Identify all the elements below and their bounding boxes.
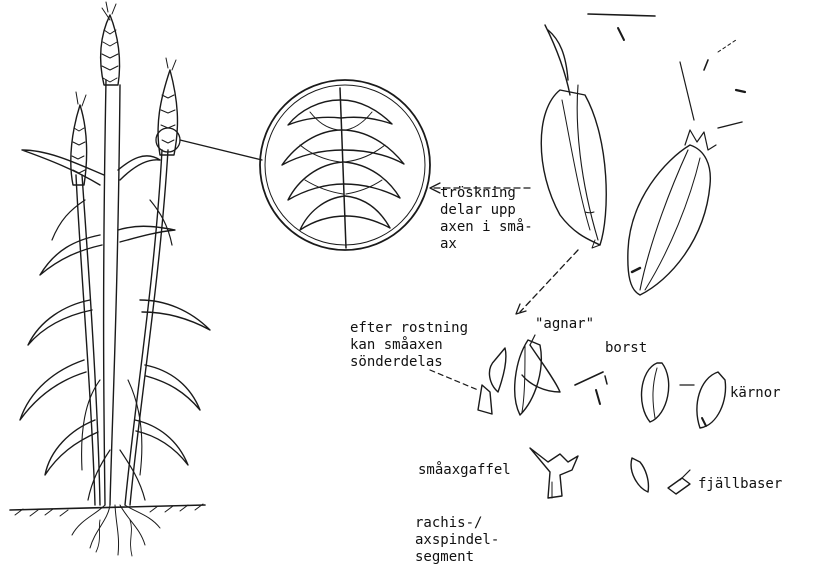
spikelet-fork-label: småaxgaffel — [418, 462, 511, 479]
threshing-label: tröskningdelar uppaxen i små-ax — [440, 168, 533, 270]
roasting-line-3: sönderdelas — [350, 354, 468, 371]
rachis-line-2: axspindel- — [415, 532, 499, 549]
diagram-canvas: tröskningdelar uppaxen i små-ax efter ro… — [0, 0, 818, 562]
kernels-label: kärnor — [730, 385, 781, 402]
roasting-line-2: kan småaxen — [350, 337, 468, 354]
glumes-illustration — [478, 335, 560, 415]
glumes-label: "agnar" — [535, 316, 594, 333]
roasting-label: efter rostningkan småaxensönderdelas — [350, 303, 468, 388]
threshing-line-4: ax — [440, 236, 533, 253]
roasting-line-1: efter rostning — [350, 320, 468, 337]
glume-bases-illustration — [631, 458, 690, 494]
threshing-line-1: tröskning — [440, 185, 533, 202]
spikelet-illustration — [541, 25, 606, 248]
kernels-illustration — [642, 363, 726, 428]
zoom-detail-circle — [180, 80, 430, 250]
wheat-plant-illustration — [10, 2, 210, 556]
rachis-line-1: rachis-/ — [415, 515, 499, 532]
rachis-label: rachis-/axspindel-segment — [415, 498, 499, 583]
spikelet-fork-illustration — [530, 448, 578, 498]
spikelet-side-illustration — [628, 130, 716, 295]
rachis-line-3: segment — [415, 549, 499, 566]
threshing-line-2: delar upp — [440, 202, 533, 219]
threshing-line-3: axen i små- — [440, 219, 533, 236]
awn-pieces — [575, 372, 607, 404]
diagram-drawing — [0, 0, 818, 562]
awn-label: borst — [605, 340, 647, 357]
awn-fragments — [588, 14, 745, 128]
glume-bases-label: fjällbaser — [698, 476, 782, 493]
